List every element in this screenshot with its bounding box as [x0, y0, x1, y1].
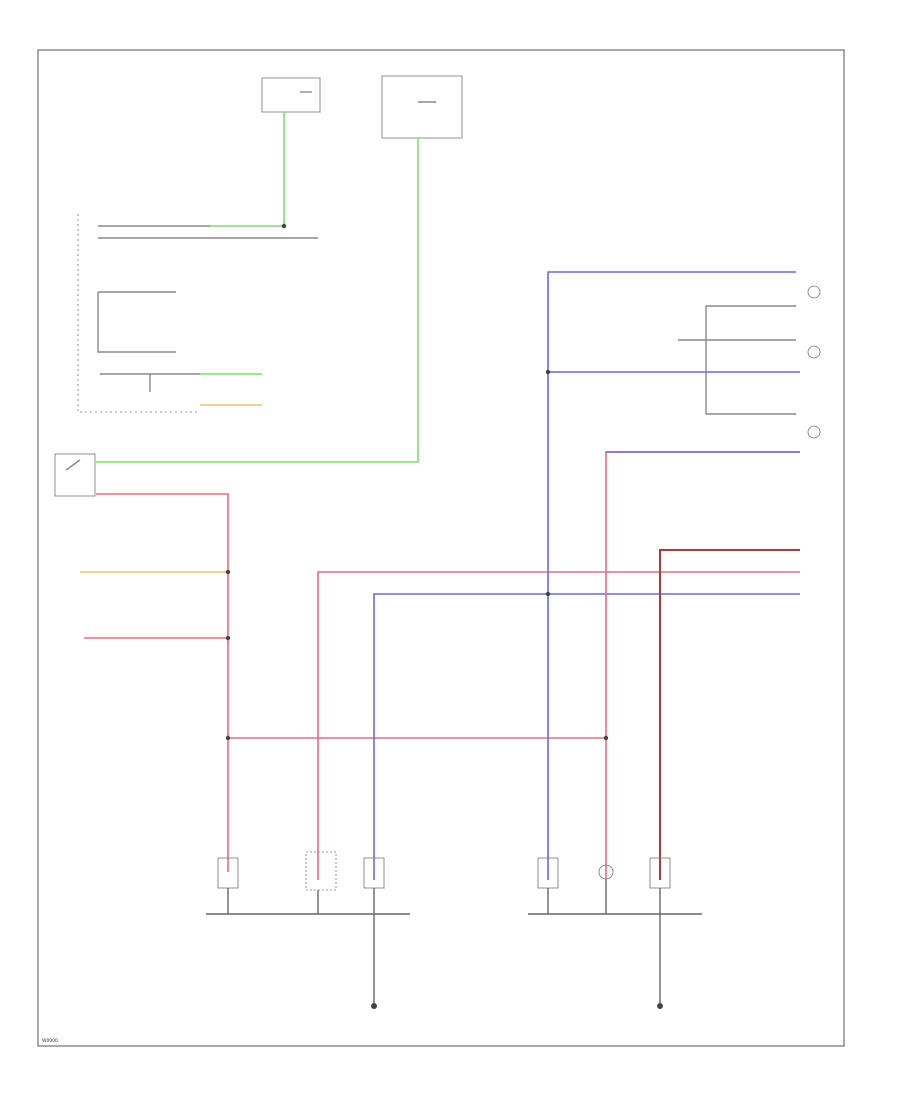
top-center-junction-box	[381, 75, 463, 139]
splice-dot	[225, 735, 231, 741]
lamp-circle-1	[807, 285, 821, 299]
lamp-circle-3	[807, 425, 821, 439]
lamp-circle-2	[807, 345, 821, 359]
ground-point-right	[657, 1003, 663, 1009]
splice-dot	[281, 223, 287, 229]
red-wire-long	[317, 571, 800, 880]
ground-point-left	[371, 1003, 377, 1009]
instrument-cluster-outline	[77, 214, 200, 413]
dark-red-wire	[659, 549, 800, 880]
footer-code: W0000	[42, 1038, 58, 1044]
green-wire-switch	[210, 112, 285, 227]
blue-wire-long	[373, 593, 800, 880]
top-left-switch-box	[261, 77, 321, 113]
splice-dot	[545, 591, 551, 597]
splice-dot	[225, 635, 231, 641]
brake-switch-contact	[65, 459, 81, 471]
red-wire-right-lamp	[605, 451, 800, 880]
splice-dot	[225, 569, 231, 575]
brake-switch-box	[54, 453, 96, 497]
splice-dot	[603, 735, 609, 741]
lamp-bulb-right-2	[598, 864, 614, 880]
green-wire-brake	[96, 138, 419, 463]
diagram-frame	[37, 49, 845, 1047]
blue-trunk	[547, 271, 796, 880]
splice-dot	[545, 369, 551, 375]
right-lamp-bracket	[705, 305, 796, 415]
lamp-socket-left-2	[305, 851, 337, 891]
turn-indicator-circuit	[97, 292, 176, 353]
red-wire-brake-out	[96, 493, 229, 738]
